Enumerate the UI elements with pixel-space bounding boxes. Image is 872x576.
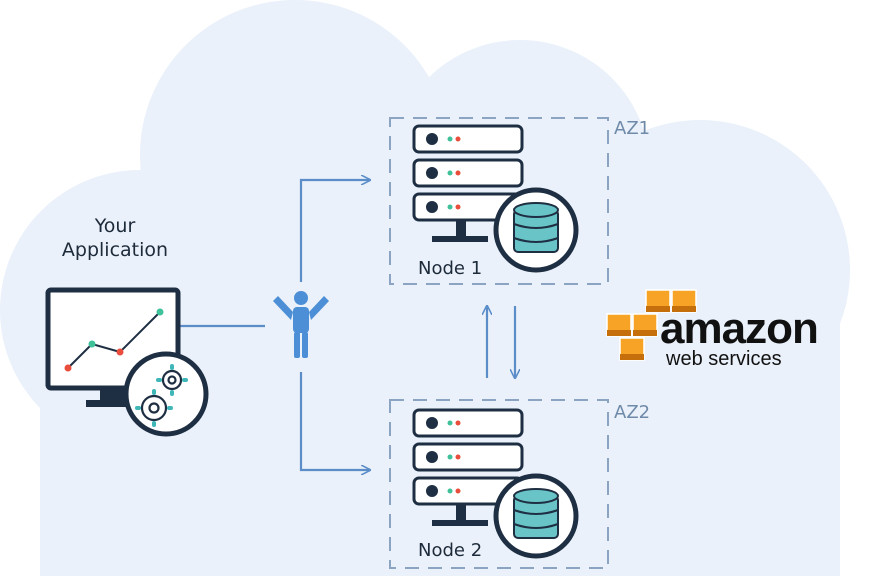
node1-label: Node 1 — [418, 258, 483, 279]
aws-brand-tagline: web services — [666, 348, 782, 370]
database-icon — [493, 473, 579, 559]
app-label-line1: Your — [94, 215, 136, 237]
node2-label: Node 2 — [418, 540, 483, 561]
gear-icon — [123, 351, 209, 437]
connectors — [178, 180, 515, 470]
database-icon — [493, 187, 579, 273]
aws-cubes-logo — [606, 289, 697, 361]
load-balancer-person-icon — [273, 291, 329, 358]
server-rack-icon — [412, 408, 524, 526]
az2-label: AZ2 — [614, 402, 651, 423]
az1-label: AZ1 — [614, 118, 651, 139]
app-label: Your Application — [40, 214, 190, 262]
az1-zone-box — [389, 117, 609, 285]
aws-brand-name: amazon — [660, 304, 819, 353]
az2-zone-box — [389, 399, 609, 569]
app-label-line2: Application — [61, 239, 169, 261]
server-rack-icon — [412, 124, 524, 242]
